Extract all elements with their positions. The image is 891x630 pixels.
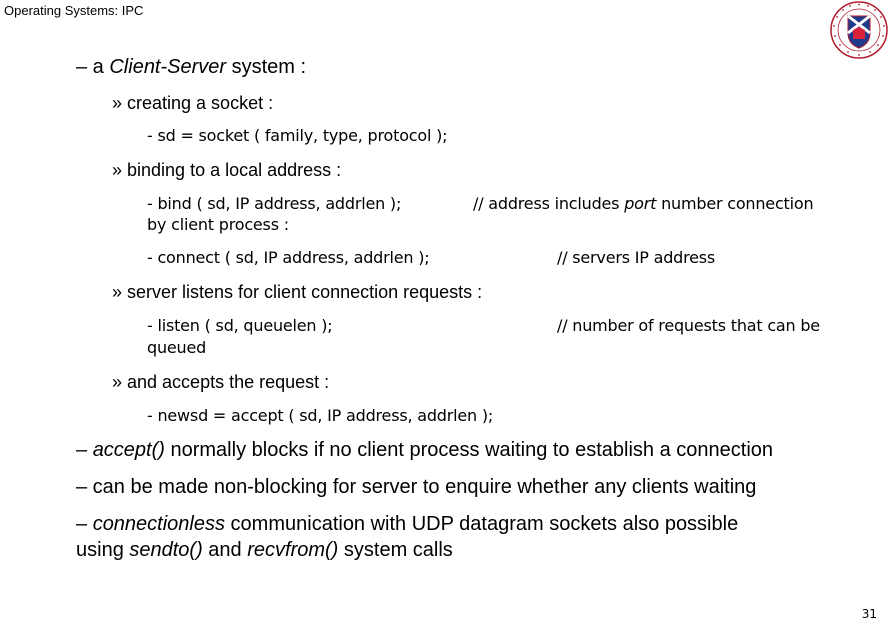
cl-italic: connectionless (92, 513, 225, 535)
connect-call-line: - connect ( sd, IP address, addrlen ); (147, 248, 430, 267)
accept-italic: accept() (92, 439, 165, 461)
cs-italic: Client-Server (109, 56, 227, 78)
listens-line: » server listens for client connection r… (112, 282, 483, 302)
accept-blocks-line: – accept() normally blocks if no client … (76, 439, 773, 462)
listen-call-line: - listen ( sd, queuelen ); (147, 316, 333, 335)
accepts-line: » and accepts the request : (112, 372, 330, 392)
cs-rest: system : (226, 56, 307, 78)
binding-line: » binding to a local address : (112, 160, 342, 180)
accept-rest: normally blocks if no client process wai… (164, 439, 774, 461)
bind-comment: // address includes port number connecti… (473, 194, 814, 213)
client-server-line: – a Client-Server system : (76, 56, 306, 79)
slide-header: Operating Systems: IPC (4, 3, 144, 18)
accept-call-line: - newsd = accept ( sd, IP address, addrl… (147, 406, 494, 425)
socket-call-line: - sd = socket ( family, type, protocol )… (147, 126, 448, 145)
accept-dash: – (76, 439, 93, 461)
cl-dash: – (76, 513, 93, 535)
cl-rest: communication with UDP datagram sockets … (225, 513, 739, 535)
and-text: and (202, 539, 248, 561)
listen-comment: // number of requests that can be (557, 316, 820, 335)
recvfrom-italic: recvfrom() (247, 539, 339, 561)
bind-comment-italic: port (624, 194, 657, 213)
creating-socket-line: » creating a socket : (112, 93, 274, 113)
cs-dash: – a (76, 56, 110, 78)
bind-comment-post: number connection (656, 194, 814, 213)
university-crest-logo (830, 1, 888, 59)
sendto-italic: sendto() (129, 539, 203, 561)
listen-cont-line: queued (147, 338, 207, 357)
using-text: using (76, 539, 130, 561)
connectionless-line: – connectionless communication with UDP … (76, 513, 738, 536)
bind-call-line: - bind ( sd, IP address, addrlen ); (147, 194, 402, 213)
bind-comment-pre: // address includes (473, 194, 625, 213)
nonblocking-line: – can be made non-blocking for server to… (76, 476, 757, 498)
connect-comment: // servers IP address (557, 248, 716, 267)
page-number: 31 (861, 607, 877, 621)
bind-cont-line: by client process : (147, 215, 289, 234)
system-calls-line: using sendto() and recvfrom() system cal… (76, 539, 453, 562)
syscalls-text: system calls (338, 539, 453, 561)
